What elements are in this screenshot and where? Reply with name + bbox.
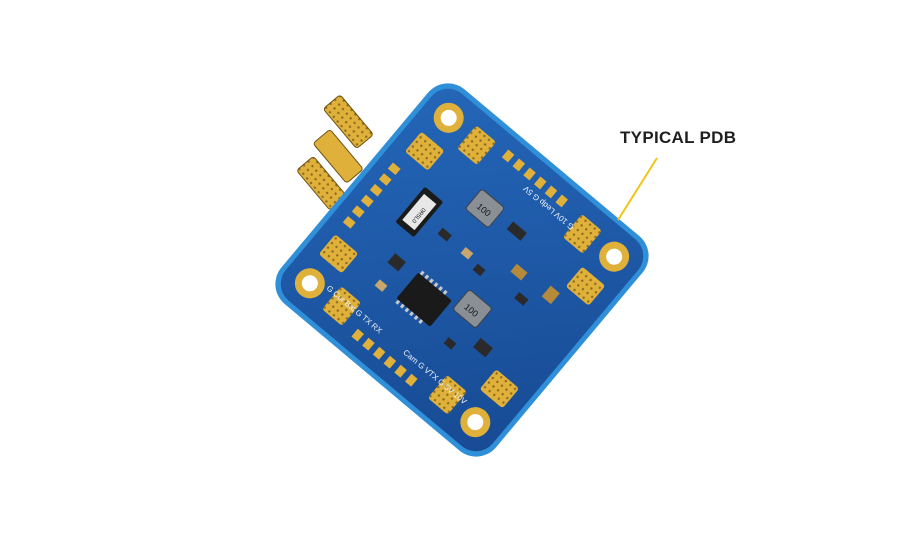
main-ic (395, 270, 452, 326)
mounting-holes (294, 102, 630, 438)
smd-components (374, 221, 560, 358)
signal-pads-top (501, 149, 568, 208)
inductor-1: 100 (465, 189, 505, 228)
inductor-2: 100 (453, 289, 492, 328)
shunt-resistor: 0R5L0 (396, 187, 443, 237)
esc-pads (319, 126, 605, 414)
battery-lead-pads (297, 95, 373, 210)
callout-label: TYPICAL PDB (620, 128, 737, 147)
callout-leader-line (617, 157, 658, 221)
signal-pads-left (342, 162, 401, 229)
signal-pads-bottom (351, 328, 418, 387)
pcb-board: 100 100 0R5L0 (275, 83, 649, 457)
